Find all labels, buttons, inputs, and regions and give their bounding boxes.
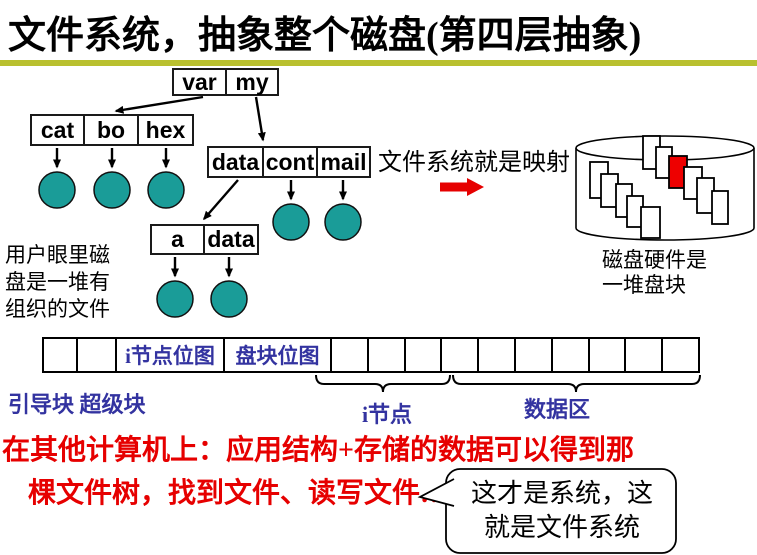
caption-line: 一堆盘块 <box>602 273 686 297</box>
disk-hardware-caption: 磁盘硬件是 一堆盘块 <box>602 248 707 298</box>
dir-node-label: cont <box>265 148 315 175</box>
title-divider <box>0 60 757 66</box>
dir-node-cont: cont <box>262 146 318 178</box>
label-boot-super: 引导块 超级块 <box>8 392 146 417</box>
dir-node-label: mail <box>320 148 367 175</box>
mapping-caption: 文件系统就是映射 <box>378 150 570 176</box>
dir-node-label: data <box>207 226 255 252</box>
label-inode-area: i节点 <box>361 402 413 427</box>
cell-empty <box>332 339 369 371</box>
dir-node-label: bo <box>96 116 126 143</box>
file-icon <box>272 203 310 241</box>
dir-node-label: hex <box>145 116 186 143</box>
dir-node-label: data <box>211 148 260 175</box>
dir-node-data2: data <box>203 224 259 255</box>
dir-node-label: var <box>182 68 217 95</box>
cell-empty <box>516 339 553 371</box>
file-icon <box>210 280 248 318</box>
brace-inode-area <box>315 374 451 393</box>
dir-node-var: var <box>172 68 227 96</box>
dir-node-label: my <box>235 68 269 95</box>
arrow-data-to-subdir <box>203 179 239 221</box>
callout-line: 就是文件系统 <box>483 513 640 542</box>
cell-boot-block <box>44 339 78 371</box>
cell-empty <box>406 339 443 371</box>
arrow-my-to-row <box>254 96 266 142</box>
array-braces <box>315 374 701 393</box>
dir-node-cat: cat <box>30 114 85 146</box>
dir-node-data: data <box>207 146 264 178</box>
caption-line: 磁盘硬件是 <box>602 248 707 272</box>
dir-node-my: my <box>225 68 279 96</box>
cell-empty <box>369 339 406 371</box>
dir-node-label: cat <box>40 116 75 143</box>
disk-blocks <box>589 135 729 239</box>
cell-empty <box>626 339 664 371</box>
cell-block-bitmap: 盘块位图 <box>225 339 332 371</box>
file-icon <box>93 171 131 209</box>
cell-empty <box>479 339 516 371</box>
cell-empty <box>553 339 590 371</box>
user-view-caption: 用户眼里磁 盘是一堆有 组织的文件 <box>5 242 110 323</box>
file-icon <box>38 171 76 209</box>
file-icon <box>324 203 362 241</box>
callout-line: 这才是系统，这 <box>470 479 653 508</box>
cell-empty <box>442 339 480 371</box>
tree-arrows <box>53 95 347 278</box>
brace-data-area <box>452 374 701 393</box>
disk-layout-array: i节点位图 盘块位图 <box>42 337 700 373</box>
arrow-var-to-row <box>114 95 204 114</box>
label-data-area: 数据区 <box>523 397 590 422</box>
dir-node-a: a <box>150 224 205 255</box>
disk-block <box>640 206 661 239</box>
dir-node-label: a <box>171 226 184 252</box>
file-icon <box>147 171 185 209</box>
callout-text: 这才是系统，这 就是文件系统 <box>452 477 672 547</box>
caption-line: 用户眼里磁 <box>5 243 110 267</box>
dir-node-bo: bo <box>83 114 139 146</box>
caption-line: 盘是一堆有 <box>5 270 110 294</box>
cell-empty <box>590 339 627 371</box>
bottom-annotation-line1: 在其他计算机上：应用结构+存储的数据可以得到那 <box>2 435 634 466</box>
file-icon <box>156 280 194 318</box>
disk-cylinder <box>575 135 755 241</box>
dir-node-hex: hex <box>137 114 194 146</box>
slide-title: 文件系统，抽象整个磁盘(第四层抽象) <box>8 15 642 57</box>
mapping-arrow <box>440 178 484 196</box>
cell-inode-bitmap: i节点位图 <box>117 339 225 371</box>
bottom-annotation-line2: 棵文件树，找到文件、读写文件… <box>28 478 449 509</box>
disk-block <box>711 190 729 225</box>
dir-node-mail: mail <box>316 146 371 178</box>
caption-line: 组织的文件 <box>5 297 110 321</box>
file-circles <box>38 171 362 318</box>
cell-super-block <box>78 339 117 371</box>
